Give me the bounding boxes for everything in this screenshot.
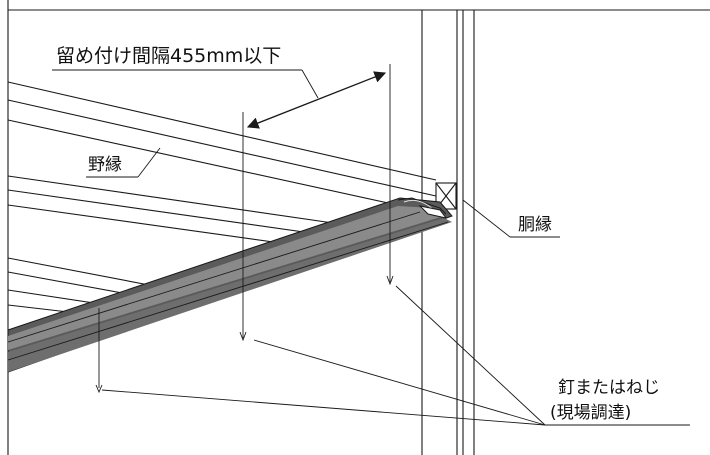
dobuchi-label: 胴縁	[518, 215, 552, 235]
leader-noen	[86, 147, 161, 178]
spacing-dimension-arrow	[246, 71, 387, 129]
spacing-label: 留め付け間隔455mm以下	[56, 45, 281, 67]
noen-label: 野縁	[88, 155, 122, 175]
leader-spacing	[52, 69, 319, 99]
nail-1	[95, 308, 103, 394]
fastener-label-line2: (現場調達)	[550, 403, 631, 423]
nail-3	[386, 64, 394, 286]
vertical-studs	[421, 10, 475, 455]
frame	[7, 0, 710, 455]
fastener-label-line1: 釘またはねじ	[558, 378, 660, 398]
metal-channel	[7, 197, 453, 373]
leader-dobuchi	[462, 199, 560, 238]
leader-fasteners	[101, 285, 690, 426]
nail-2	[239, 112, 247, 342]
